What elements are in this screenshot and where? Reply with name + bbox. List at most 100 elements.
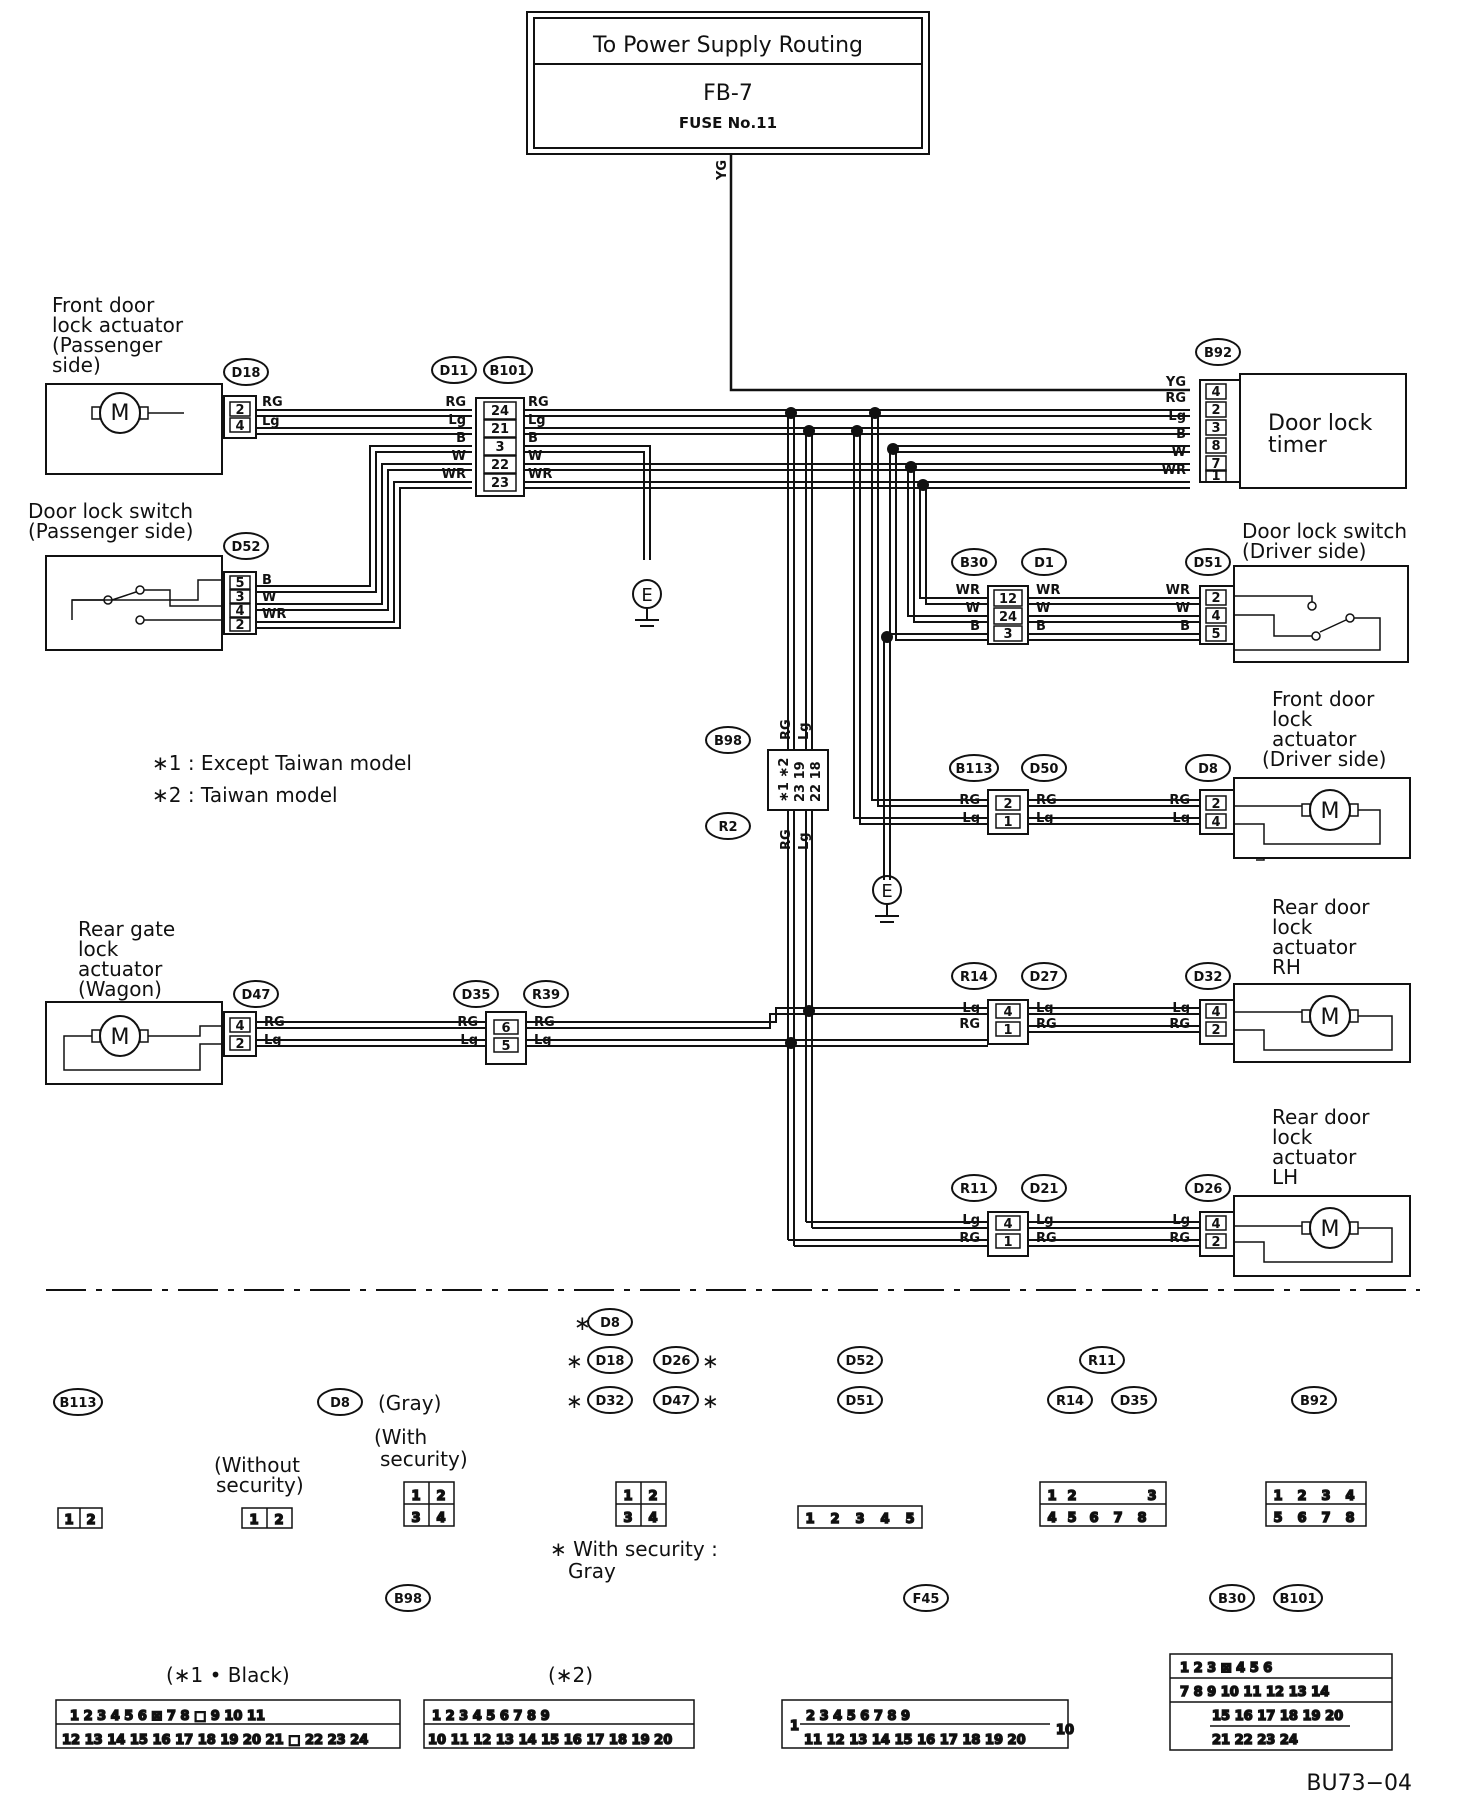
svg-text:WR: WR (442, 467, 466, 482)
svg-text:1: 1 (1211, 469, 1220, 484)
connector-r14-d27: 4 1 Lg RG Lg RG (959, 999, 1057, 1045)
svg-text:1 2 3 4 5 6 7 8 9: 1 2 3 4 5 6 7 8 9 (432, 1709, 550, 1724)
svg-text:D51: D51 (1194, 556, 1223, 571)
svg-text:Lg: Lg (448, 413, 466, 428)
svg-text:D47: D47 (242, 988, 271, 1003)
svg-text:4: 4 (1211, 1217, 1220, 1232)
svg-text:B92: B92 (1204, 346, 1232, 361)
svg-text:2: 2 (1003, 797, 1012, 812)
svg-text:∗: ∗ (566, 1349, 583, 1373)
svg-text:4: 4 (1047, 1511, 1056, 1526)
svg-text:D52: D52 (846, 1354, 875, 1369)
svg-text:WR: WR (1166, 583, 1190, 598)
connector-id-labels: D18 D11 B101 B92 D52 B30 D1 D51 B98 R2 B… (223, 338, 1241, 1202)
svg-text:security): security) (216, 1473, 304, 1497)
svg-text:5: 5 (501, 1039, 510, 1054)
svg-text:M: M (111, 1025, 130, 1050)
svg-text:4: 4 (1345, 1489, 1354, 1504)
svg-text:2: 2 (1211, 1235, 1220, 1250)
svg-text:1: 1 (1047, 1489, 1056, 1504)
svg-text:RG: RG (779, 829, 794, 850)
fuse-label: FUSE No.11 (679, 114, 777, 132)
svg-text:2: 2 (1211, 1023, 1220, 1038)
connector-b98-r2: ∗1 ∗2 23 19 22 18 RG Lg RG Lg (767, 719, 829, 850)
front-drv-label-2: lock (1272, 707, 1313, 731)
svg-text:12: 12 (999, 592, 1017, 607)
svg-text:∗: ∗ (702, 1389, 719, 1413)
svg-text:B: B (1036, 619, 1046, 634)
svg-text:5: 5 (1067, 1511, 1076, 1526)
svg-text:M: M (1321, 1217, 1340, 1242)
svg-text:23: 23 (491, 476, 509, 491)
svg-text:3: 3 (1211, 421, 1220, 436)
connector-r11-d21: 4 1 Lg RG Lg RG (959, 1211, 1057, 1257)
svg-text:4: 4 (436, 1511, 445, 1526)
svg-text:2: 2 (235, 1037, 244, 1052)
svg-text:2: 2 (274, 1513, 283, 1528)
rear-rh-label-2: lock (1272, 915, 1313, 939)
svg-text:RG: RG (534, 1015, 555, 1030)
svg-text:W: W (1172, 445, 1186, 460)
svg-text:Gray: Gray (568, 1559, 616, 1583)
rear-lh-actuator: Rear door lock actuator LH 4 2 Lg RG M (1169, 1105, 1411, 1277)
svg-text:21: 21 (491, 422, 509, 437)
svg-text:F45: F45 (913, 1592, 940, 1607)
svg-text:2: 2 (235, 618, 244, 633)
svg-text:24: 24 (491, 404, 509, 419)
connector-b113-d50: 2 1 RG Lg RG Lg (959, 789, 1057, 835)
svg-text:M: M (1321, 799, 1340, 824)
drv-switch-label-2: (Driver side) (1242, 539, 1366, 563)
svg-text:1: 1 (805, 1512, 814, 1527)
svg-text:RG: RG (1036, 1231, 1057, 1246)
svg-text:Lg: Lg (1036, 1001, 1054, 1016)
svg-text:4: 4 (1211, 609, 1220, 624)
svg-text:RG: RG (457, 1015, 478, 1030)
rear-lh-label-3: actuator (1272, 1145, 1357, 1169)
svg-text:Lg: Lg (962, 811, 980, 826)
svg-text:1: 1 (64, 1513, 73, 1528)
svg-text:15 16 17 18 19 20: 15 16 17 18 19 20 (1212, 1709, 1343, 1724)
rear-rh-label-3: actuator (1272, 935, 1357, 959)
svg-text:R14: R14 (1056, 1394, 1084, 1409)
svg-text:YG: YG (1165, 375, 1186, 390)
svg-text:Lg: Lg (1172, 1213, 1190, 1228)
svg-text:4: 4 (1211, 815, 1220, 830)
svg-text:7 8 9 10 11 12 13 14: 7 8 9 10 11 12 13 14 (1180, 1685, 1329, 1700)
svg-text:D8: D8 (1198, 762, 1218, 777)
svg-text:2: 2 (648, 1489, 657, 1504)
svg-text:D35: D35 (1120, 1394, 1149, 1409)
svg-text:RG: RG (528, 395, 549, 410)
svg-text:W: W (452, 449, 466, 464)
svg-text:D32: D32 (1194, 970, 1223, 985)
svg-text:B: B (1176, 427, 1186, 442)
svg-text:B30: B30 (1218, 1592, 1246, 1607)
svg-text:W: W (528, 449, 542, 464)
door-lock-timer: 4 2 3 8 7 1 Door lock timer YG RG Lg B W… (1162, 373, 1407, 489)
svg-text:M: M (1321, 1005, 1340, 1030)
svg-text:3: 3 (411, 1511, 420, 1526)
timer-label-2: timer (1268, 433, 1328, 458)
svg-text:10 11 12 13 14 15 16 17 18 19: 10 11 12 13 14 15 16 17 18 19 20 (428, 1733, 672, 1748)
svg-text:4: 4 (648, 1511, 657, 1526)
svg-text:2: 2 (1297, 1489, 1306, 1504)
svg-text:22 18: 22 18 (809, 761, 824, 802)
svg-text:R11: R11 (1088, 1354, 1116, 1369)
power-supply-box: To Power Supply Routing FB-7 FUSE No.11 (526, 11, 930, 155)
svg-text:E: E (881, 881, 892, 902)
svg-text:22: 22 (491, 458, 509, 473)
svg-text:4: 4 (1003, 1217, 1012, 1232)
note-1: ∗1 : Except Taiwan model (152, 751, 412, 775)
svg-text:(Without: (Without (214, 1453, 300, 1477)
svg-text:12 13 14 15 16 17 18 19 20 21: 12 13 14 15 16 17 18 19 20 21 □ 22 23 24 (62, 1733, 368, 1748)
wire-yg-label: YG (715, 160, 730, 181)
svg-text:(With: (With (374, 1425, 427, 1449)
legend-connector-ids: D8 ∗ D18 ∗ D26 ∗ D32 ∗ D47 ∗ D52 D51 R11… (53, 1308, 1337, 1612)
figure-code: BU73−04 (1306, 1771, 1412, 1796)
svg-text:B113: B113 (955, 762, 992, 777)
svg-text:23 19: 23 19 (793, 761, 808, 802)
svg-text:6: 6 (501, 1021, 510, 1036)
svg-text:RG: RG (1036, 1017, 1057, 1032)
note-2: ∗2 : Taiwan model (152, 783, 338, 807)
